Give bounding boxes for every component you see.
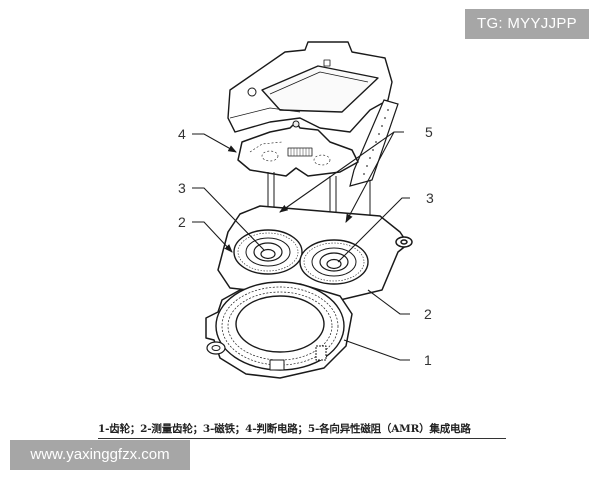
callout-4: 4	[178, 126, 186, 142]
callout-1: 1	[424, 352, 432, 368]
watermark-top-right: TG: MYYJJPP	[465, 9, 589, 39]
callout-2-left: 2	[178, 214, 186, 230]
figure-caption: 1-齿轮；2-测量齿轮；3-磁铁；4-判断电路；5-各向异性磁阻（AMR）集成电…	[98, 422, 506, 439]
main-gear-ring	[205, 281, 353, 379]
callout-3-left: 3	[178, 180, 186, 196]
pcb-side-strip	[349, 99, 399, 187]
judgement-circuit-board	[237, 120, 359, 177]
leader-lines	[192, 131, 410, 361]
callout-3-right: 3	[426, 190, 434, 206]
watermark-bottom-left: www.yaxinggfzx.com	[10, 440, 190, 470]
measuring-gear-right	[299, 239, 369, 285]
top-cover	[227, 41, 393, 133]
callout-2-right: 2	[424, 306, 432, 322]
callout-5: 5	[425, 124, 433, 140]
measuring-gear-left	[233, 229, 303, 275]
